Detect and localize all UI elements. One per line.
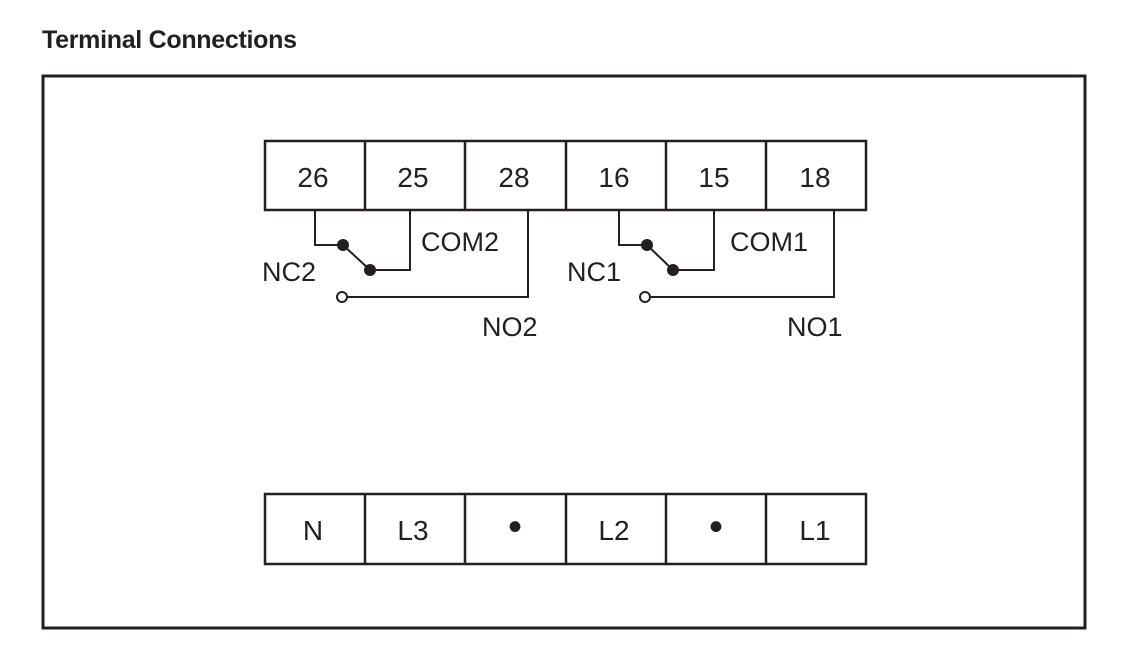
terminal-16-number: 16 [598,162,629,193]
relay-1-nc-wire [618,210,647,246]
relay-2-no-contact-terminal [336,291,348,303]
relay-2-nc-label: NC2 [262,257,316,287]
relay-1-no-label: NO1 [787,312,843,342]
top-terminal-strip: 26 25 28 16 15 18 [263,139,868,212]
relay-1-com-wire [673,210,715,271]
terminal-l3-label: L3 [397,515,428,546]
terminal-unused-dot: • [508,505,522,549]
relay-1-contacts [618,210,835,298]
relay-2-com-label: COM2 [421,227,499,257]
relay-1-nc-contact-dot [641,239,653,251]
relay-2-nc-contact-dot [337,239,349,251]
relay-2-no-label: NO2 [482,312,538,342]
relay-1-com-label: COM1 [730,227,808,257]
relay-2-switch-blade [342,244,371,271]
terminal-28-number: 28 [498,162,529,193]
relay-2-com-wire [370,210,411,271]
relay-1-no-wire [651,210,835,298]
relay-1-switch-blade [646,244,674,271]
terminal-26-number: 26 [297,162,328,193]
terminal-l1-label: L1 [799,515,830,546]
terminal-l2-label: L2 [598,515,629,546]
terminal-18-number: 18 [799,162,830,193]
relay-2-nc-wire [314,210,343,246]
relay-2-contacts [314,210,529,298]
terminal-unused-dot: • [709,505,723,549]
relay-2-com-contact-dot [364,264,376,276]
relay-1-com-contact-dot [667,264,679,276]
enclosure-frame [41,74,1087,630]
relay-1-no-contact-terminal [639,291,651,303]
relay-1-nc-label: NC1 [567,257,621,287]
page-title: Terminal Connections [42,26,297,54]
bottom-terminal-strip: N L3 • L2 • L1 [263,492,868,566]
terminal-n-label: N [303,515,323,546]
relay-2-no-wire [348,210,529,298]
terminal-25-number: 25 [397,162,428,193]
terminal-15-number: 15 [698,162,729,193]
